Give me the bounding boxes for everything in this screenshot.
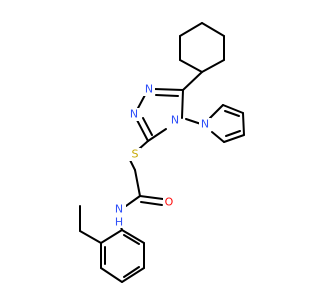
molecule-structure: N N N N S O N H xyxy=(79,22,245,283)
bond-cyclohexyl-triazole xyxy=(182,71,203,91)
pyrrole-ring xyxy=(209,104,245,143)
atom-amide-h-label: H xyxy=(115,216,123,229)
atom-oxygen: O xyxy=(163,196,175,209)
atom-amide-n-label: N xyxy=(115,203,123,216)
atom-n-triazole-2-label: N xyxy=(130,108,138,121)
atom-n-triazole-4: N xyxy=(169,114,181,127)
atom-oxygen-label: O xyxy=(165,196,174,209)
atom-n-pyrrole: N xyxy=(199,118,211,131)
bond-triazole-sulfur xyxy=(138,140,149,150)
atom-sulfur: S xyxy=(129,148,141,161)
atom-n-triazole-1: N xyxy=(143,83,155,96)
cyclohexyl-ring xyxy=(179,22,225,73)
carbonyl-double-bond xyxy=(139,195,164,206)
phenyl-ring xyxy=(100,229,145,283)
atom-n-triazole-4-label: N xyxy=(171,114,179,127)
atom-sulfur-label: S xyxy=(132,148,139,161)
bond-methylene-carbonyl xyxy=(134,169,141,197)
atom-n-triazole-1-label: N xyxy=(145,83,153,96)
ethyl-group xyxy=(79,205,102,244)
atom-n-triazole-2: N xyxy=(128,108,140,121)
triazole-ring xyxy=(136,88,184,142)
bond-triazole-pyrrole xyxy=(185,118,202,125)
atom-amide-nh: N H xyxy=(112,203,126,229)
bond-sulfur-methylene xyxy=(129,159,136,171)
atom-n-pyrrole-label: N xyxy=(201,118,209,131)
bond-carbonyl-amide-n xyxy=(125,195,141,207)
